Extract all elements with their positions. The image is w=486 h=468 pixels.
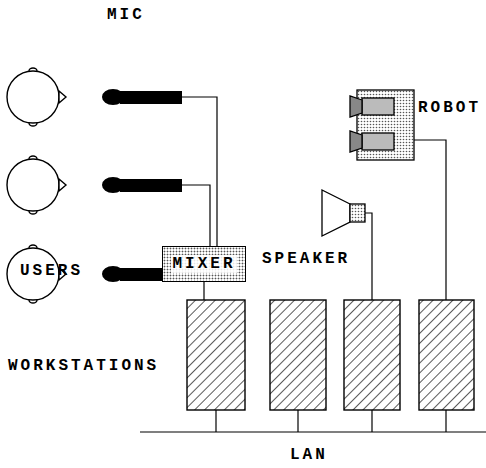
mixer-box: MIXER: [162, 246, 246, 282]
wires: [140, 97, 486, 432]
component-label: USERS: [20, 262, 83, 280]
workstations: [187, 300, 474, 410]
robot-symbol: [350, 90, 414, 160]
component-label: SPEAKER: [262, 250, 350, 268]
component-label: WORKSTATIONS: [8, 357, 159, 375]
component-label: MIC: [107, 6, 145, 24]
speaker-symbol: [322, 190, 365, 236]
node-label: MIXER: [171, 255, 236, 273]
component-label: ROBOT: [418, 99, 481, 117]
component-label: LAN: [290, 446, 328, 464]
